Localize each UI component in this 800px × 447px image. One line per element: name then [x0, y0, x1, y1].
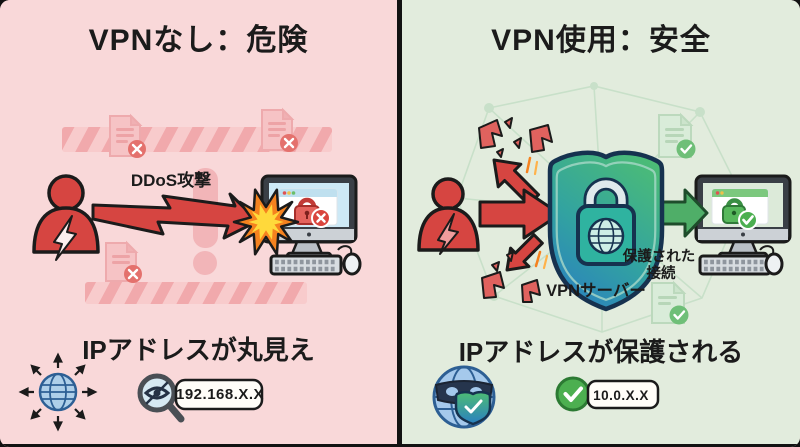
error-badge-icon: [311, 208, 331, 228]
attacker-icon: [417, 177, 480, 255]
vpn-title: VPN使用：安全: [491, 24, 711, 57]
browser-bar: [279, 189, 337, 197]
attack-arrow: [478, 188, 562, 240]
no-vpn-headline: IPアドレスが丸見え: [82, 335, 315, 365]
attack-fragments: [478, 117, 553, 303]
protected-connection-label-line1: 保護された: [622, 249, 696, 265]
deflected-attack-arrow: [505, 233, 544, 272]
check-circle-icon: [555, 376, 591, 412]
exposed-ip-value: 192.168.X.X: [176, 386, 265, 403]
no-vpn-title: VPNなし：危険: [88, 24, 309, 57]
globe-icon: [587, 217, 625, 255]
vpn-headline: IPアドレスが保護される: [458, 337, 744, 367]
keyboard-icon: [269, 254, 343, 276]
mouse-icon: [764, 252, 784, 276]
safe-document-icon: [658, 112, 696, 159]
vpn-lock-icon: [576, 177, 636, 266]
attacker-icon: [32, 174, 100, 261]
vpn-shield-icon: [547, 150, 665, 312]
vpn-artwork: [417, 82, 792, 429]
mini-shield-check-icon: [454, 390, 492, 426]
blocked-document-icon: [105, 240, 142, 283]
no-vpn-artwork: [18, 107, 362, 432]
safe-document-icon: [651, 280, 689, 325]
bottom-edge: [0, 444, 800, 447]
ddos-attack-label: DDoS攻撃: [130, 171, 212, 190]
lightning-bolt-icon: [437, 213, 459, 255]
protected-ip-value: 10.0.X.X: [593, 388, 649, 403]
panel-no-vpn: [0, 0, 397, 447]
blocked-document-icon: [261, 107, 298, 152]
ip-address-box: [586, 379, 660, 410]
exposed-globe-icon: [18, 352, 98, 432]
masked-globe-icon: [432, 365, 496, 429]
panel-with-vpn: [402, 0, 800, 447]
protected-computer-icon: [694, 174, 792, 276]
success-badge-icon: [738, 210, 758, 230]
panel-divider: [397, 0, 402, 447]
ddos-attack-arrow: [91, 192, 260, 240]
impact-sparks: [525, 156, 549, 270]
protected-connection-label-line2: 接続: [646, 266, 676, 282]
mouse-icon: [342, 252, 362, 276]
eye-magnifier-icon: [137, 373, 185, 423]
ip-address-box: [174, 378, 264, 411]
vpn-server-label: VPNサーバー: [546, 282, 646, 300]
hazard-stripe-band-bottom: [85, 282, 307, 304]
browser-bar: [712, 189, 768, 197]
lightning-bolt-icon: [53, 215, 77, 261]
blocked-document-icon: [109, 113, 146, 158]
explosion-icon: [232, 188, 300, 256]
